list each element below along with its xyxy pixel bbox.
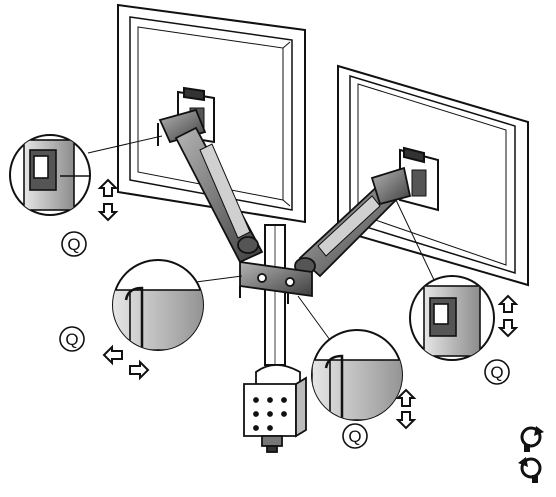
rotate-clockwise-icon: [520, 426, 544, 452]
mounting-pole: [264, 224, 286, 366]
desk-clamp: [243, 364, 307, 453]
svg-text:Q: Q: [490, 363, 503, 382]
detail-view-left-tilt: [9, 134, 91, 216]
detail-view-collar-right: [311, 329, 403, 421]
right-gas-spring-arm: [294, 166, 412, 278]
callout-q-top-left: Q: [61, 231, 87, 257]
svg-text:Q: Q: [67, 235, 80, 254]
callout-q-center-left: Q: [59, 326, 85, 352]
right-monitor: [337, 64, 529, 287]
vertical-adjust-arrow-right: [497, 294, 519, 338]
detail-view-right-tilt: [409, 275, 495, 361]
detail-view-collar-left: [112, 259, 204, 351]
callout-q-center-right: Q: [342, 423, 368, 449]
horizontal-adjust-arrow-left: [102, 344, 150, 381]
svg-text:Q: Q: [348, 427, 361, 446]
leader-lines: [87, 135, 436, 341]
left-gas-spring-arm: [157, 108, 264, 264]
rotate-counterclockwise-icon: [518, 457, 542, 483]
pole-collar: [239, 260, 313, 304]
vertical-adjust-arrow-center: [395, 388, 417, 430]
callout-q-right: Q: [484, 359, 510, 385]
vertical-adjust-arrow-left: [97, 178, 119, 222]
svg-text:Q: Q: [65, 330, 78, 349]
